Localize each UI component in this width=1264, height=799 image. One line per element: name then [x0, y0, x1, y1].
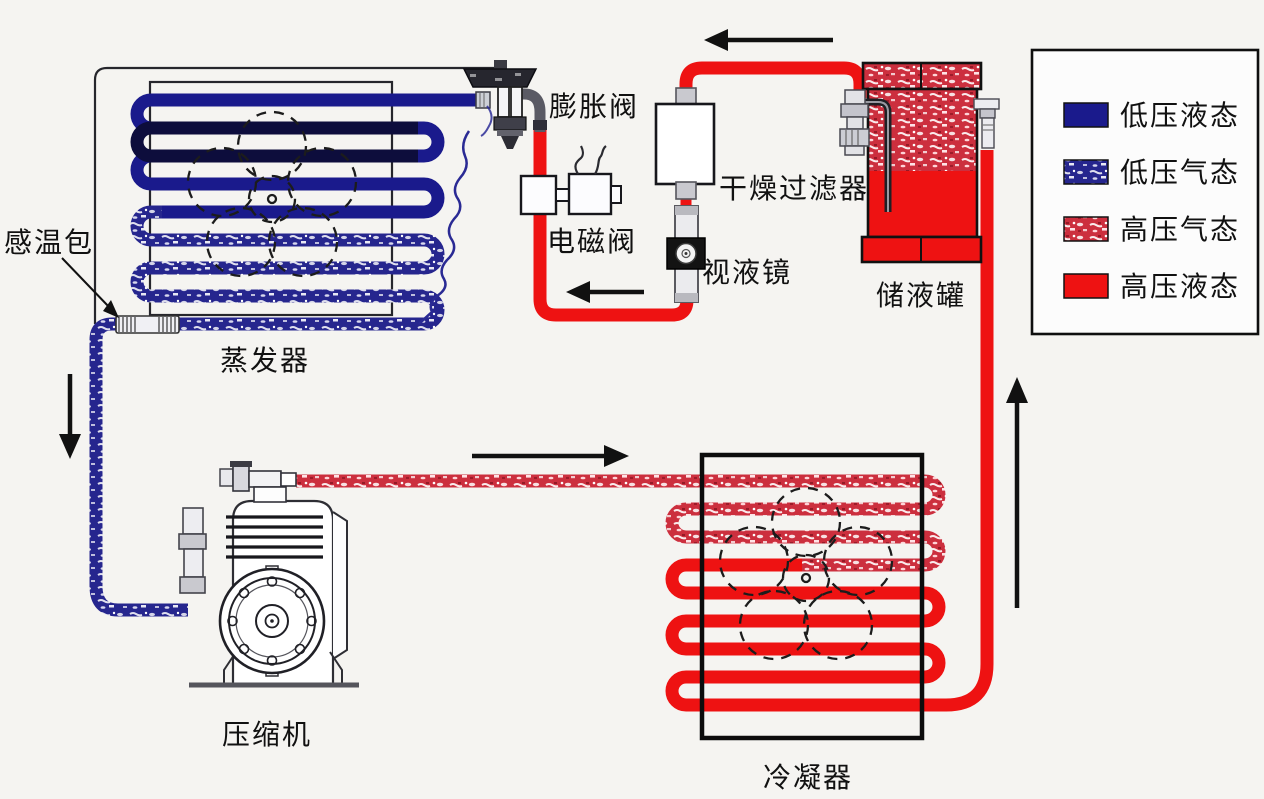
compressor-legs	[223, 651, 343, 683]
compressor-suction-valve	[178, 507, 207, 594]
expansion-valve-elbow	[516, 88, 546, 132]
sensing-bulb-pointer	[61, 257, 111, 309]
liquid-line-lower	[533, 126, 694, 322]
legend-label-hp-gas: 高压气态	[1120, 214, 1240, 245]
receiver-right-fitting	[973, 98, 1000, 149]
legend-swatch-hp-gas	[1063, 216, 1109, 242]
label-filter-drier: 干燥过滤器	[719, 173, 869, 204]
flow-arrow-left-top-icon	[704, 29, 833, 51]
label-evaporator: 蒸发器	[220, 345, 310, 376]
filter-drier	[654, 87, 716, 200]
label-compressor: 压缩机	[222, 719, 312, 750]
sensing-bulb	[61, 257, 180, 334]
discharge-line-gas	[296, 474, 946, 572]
expansion-valve	[462, 60, 547, 149]
label-sensing-bulb: 感温包	[4, 227, 94, 258]
legend-label-lp-liquid: 低压液态	[1120, 100, 1240, 131]
legend-label-lp-gas: 低压气态	[1120, 157, 1240, 188]
condenser	[296, 150, 994, 741]
solenoid-valve	[519, 145, 622, 216]
label-condenser: 冷凝器	[763, 762, 853, 793]
flow-arrows	[59, 29, 1028, 608]
legend-swatch-hp-liquid	[1063, 273, 1109, 299]
receiver-liquid-zone	[868, 171, 977, 237]
compressor-fins	[226, 515, 323, 559]
evaporator-frame	[93, 66, 506, 324]
condenser-fan-icon	[718, 486, 894, 661]
refrigerant-spray	[480, 105, 493, 137]
evaporator	[89, 66, 506, 617]
sight-glass	[666, 205, 706, 303]
compressor-discharge-valve	[219, 461, 297, 503]
flow-arrow-right-icon	[472, 445, 629, 467]
suction-line-gas	[89, 205, 445, 617]
label-receiver: 储液罐	[876, 280, 966, 311]
capillary-tube	[418, 130, 471, 325]
evaporator-fan-housing	[148, 80, 394, 317]
compressor-flywheel	[218, 565, 326, 677]
label-solenoid-valve: 电磁阀	[547, 226, 637, 257]
receiver-tank	[839, 61, 1000, 264]
legend-swatch-lp-gas	[1063, 159, 1109, 185]
condenser-frame	[699, 452, 925, 741]
label-sight-glass: 视液镜	[702, 257, 792, 288]
legend-label-hp-liquid: 高压液态	[1120, 271, 1240, 302]
compressor-housing-right	[332, 511, 348, 660]
evaporator-fan-icon	[186, 110, 358, 278]
flow-arrow-left-middle-icon	[566, 281, 644, 303]
legend-swatch-lp-liquid	[1063, 102, 1109, 128]
sensing-bulb-pointer-arrowhead	[103, 300, 119, 318]
solenoid-wire	[574, 145, 584, 175]
liquid-line-upper	[679, 61, 867, 108]
compressor	[178, 461, 359, 688]
evaporator-coil-dark-rows	[130, 121, 418, 163]
flow-arrow-up-icon	[1006, 377, 1028, 608]
solenoid-wire	[594, 145, 607, 175]
label-expansion-valve: 膨胀阀	[549, 91, 639, 122]
receiver-left-valve	[839, 89, 870, 156]
flow-arrow-down-icon	[59, 374, 81, 459]
condenser-coil-liquid	[665, 150, 994, 712]
legend: 低压液态 低压气态 高压气态 高压液态	[1030, 48, 1260, 336]
